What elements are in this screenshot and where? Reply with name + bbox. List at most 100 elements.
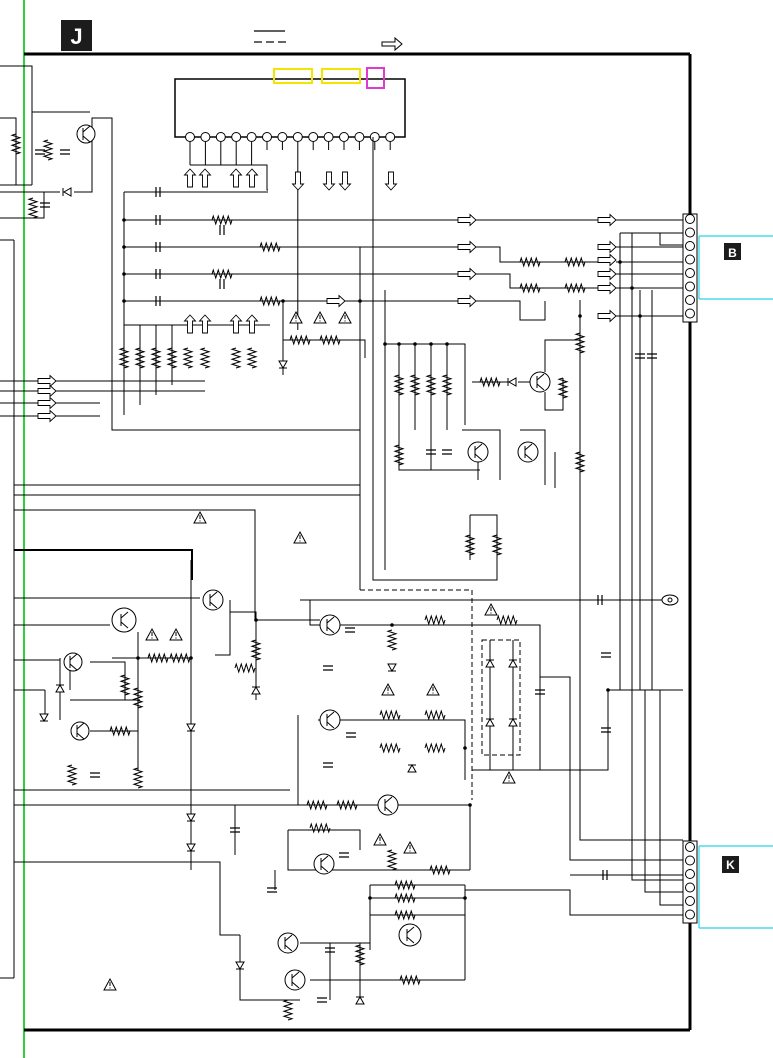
resistor-symbol [427, 375, 435, 395]
wire [310, 600, 540, 770]
capacitor-symbol [601, 653, 611, 657]
signal-arrow-icon [458, 242, 476, 253]
wire-dashed [360, 590, 472, 800]
wire-thick [14, 550, 192, 580]
capacitor-symbol [317, 998, 327, 1002]
wire [470, 515, 497, 580]
transistor-symbol [77, 125, 95, 143]
junction-dot [463, 896, 467, 900]
ic-pin [186, 133, 195, 142]
capacitor-symbol [35, 150, 45, 154]
connector-pin [686, 296, 695, 305]
resistor-symbol [337, 801, 357, 809]
signal-arrow-icon [231, 315, 242, 333]
legend-signal-arrow-icon [382, 38, 402, 50]
resistor-symbol [184, 348, 192, 368]
junction-dot [281, 299, 285, 303]
wire-dashed [482, 640, 520, 755]
wire [112, 632, 192, 770]
resistor-symbol [565, 258, 585, 266]
transistor-symbol [278, 933, 298, 953]
resistor-symbol [29, 198, 37, 218]
signal-arrow-icon [185, 169, 196, 187]
resistor-symbol [380, 711, 400, 719]
resistor-symbol [400, 976, 420, 984]
connector-pin [686, 910, 695, 919]
resistor-symbol [559, 378, 567, 398]
wire [190, 165, 268, 190]
junction-dot [606, 688, 610, 692]
signal-arrow-icon [38, 398, 56, 409]
wire [476, 220, 610, 320]
diode-symbol [187, 814, 195, 821]
resistor-symbol [212, 216, 232, 224]
sheet-badge-label: J [70, 24, 82, 49]
resistor-symbol [307, 801, 327, 809]
junction-dot [397, 342, 401, 346]
components [12, 125, 657, 1020]
connector-pin [686, 242, 695, 251]
transistor-symbol [320, 710, 340, 730]
power-wiring [14, 550, 192, 580]
resistor-symbol [44, 140, 52, 160]
diode-symbol [236, 962, 244, 969]
ic-pin [201, 133, 210, 142]
ic-pin [309, 133, 318, 142]
signal-arrow-icon [247, 315, 258, 333]
signal-arrow-icon [200, 169, 211, 187]
capacitor-symbol [601, 728, 611, 732]
resistor-symbol [565, 284, 585, 292]
capacitor-symbol [345, 628, 355, 632]
resistor-symbol [284, 1000, 292, 1020]
junction-dot [390, 623, 394, 627]
signal-arrow-icon [598, 215, 616, 226]
wire [465, 875, 683, 915]
signal-arrow-icon [598, 283, 616, 294]
connector-pin [686, 309, 695, 318]
transistor-symbol [112, 608, 136, 632]
junction-dot [383, 342, 387, 346]
ic-pin [247, 133, 256, 142]
resistor-symbol [480, 378, 500, 386]
signal-arrow-icon [200, 315, 211, 333]
ic-pin [293, 133, 302, 142]
junction-dot [254, 618, 258, 622]
signal-arrow-icon [327, 296, 345, 307]
wire [360, 137, 497, 590]
resistor-symbol [12, 134, 20, 154]
wire [14, 862, 300, 1000]
resistor-symbol [260, 243, 280, 251]
wire [616, 220, 683, 316]
resistor-symbol [497, 616, 517, 624]
capacitor-symbol [323, 763, 333, 767]
ic-pin [340, 133, 349, 142]
resistor-symbol [290, 336, 310, 344]
transistor-symbol [320, 615, 340, 635]
sheet-badge: J [61, 20, 92, 51]
resistor-symbol [395, 375, 403, 395]
ic-pin [355, 133, 364, 142]
signal-arrow-icon [458, 296, 476, 307]
wire [472, 690, 683, 905]
resistor-symbol [120, 348, 128, 368]
signal-arrow-icon [247, 169, 258, 187]
resistor-symbol [68, 765, 76, 785]
junction-dot [189, 656, 193, 660]
resistor-symbol [520, 284, 540, 292]
signal-arrow-icon [458, 269, 476, 280]
resistor-symbol [411, 375, 419, 395]
diode-symbol [187, 724, 195, 731]
connector-k-label: K [726, 858, 735, 872]
transistor-symbol [399, 924, 421, 946]
signal-arrow-icon [38, 411, 56, 422]
transistor-symbol [530, 372, 550, 392]
resistor-symbol [248, 348, 256, 368]
resistor-symbol [152, 348, 160, 368]
diode-symbol [509, 719, 517, 726]
resistor-symbol [430, 866, 450, 874]
resistor-symbol [576, 333, 584, 353]
transistor-symbol [518, 442, 538, 462]
connector-pin [686, 843, 695, 852]
transistor-symbol [468, 442, 488, 462]
connector-pin [686, 255, 695, 264]
